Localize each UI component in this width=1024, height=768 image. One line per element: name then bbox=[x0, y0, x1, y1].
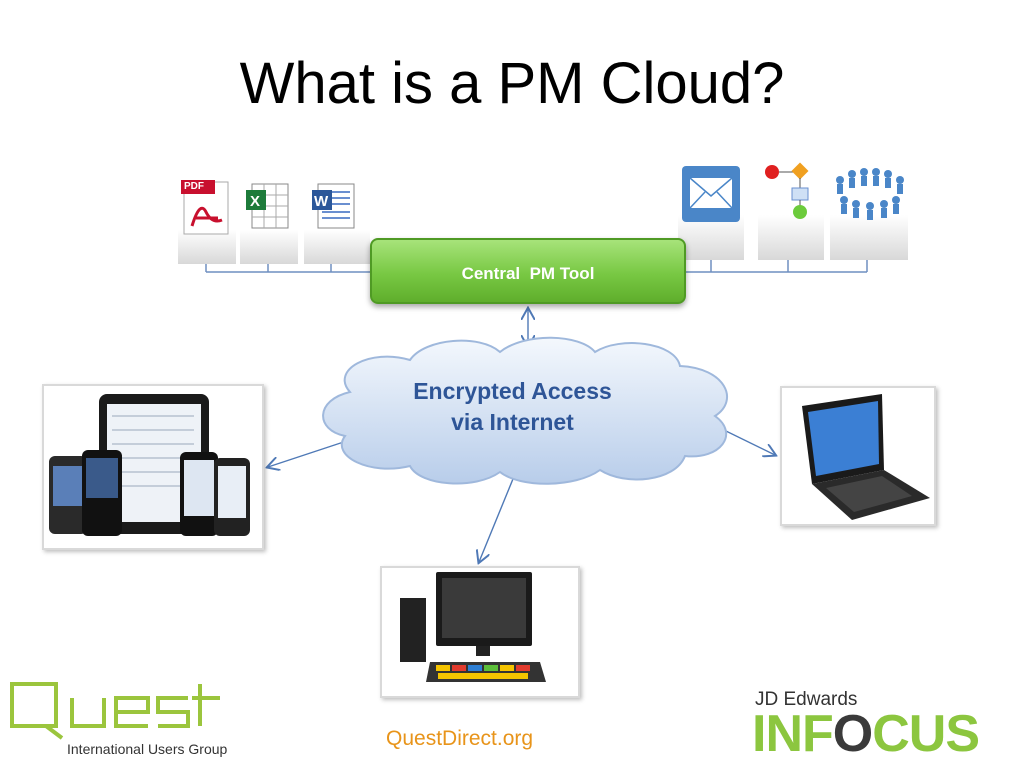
document-icons: PDF X W bbox=[178, 178, 370, 266]
mobile-devices-image bbox=[42, 384, 264, 550]
website-link[interactable]: QuestDirect.org bbox=[386, 727, 534, 750]
email-icon bbox=[678, 160, 744, 260]
infocus-logo: INFOCUS bbox=[752, 705, 980, 763]
quest-tagline: International Users Group bbox=[67, 741, 228, 757]
infocus-in: IN bbox=[752, 705, 803, 763]
pdf-icon: PDF bbox=[178, 178, 236, 264]
cloud-label-line2: via Internet bbox=[451, 409, 574, 435]
word-icon: W bbox=[304, 178, 370, 264]
excel-icon: X bbox=[240, 178, 298, 264]
quest-logo bbox=[10, 682, 220, 740]
central-pm-tool-label: Central PM Tool bbox=[461, 264, 595, 283]
central-pm-tool: Central PM Tool bbox=[370, 238, 686, 304]
infocus-cus: CUS bbox=[872, 705, 980, 763]
jd-edwards-label: JD Edwards bbox=[755, 689, 858, 710]
cloud-label-line1: Encrypted Access bbox=[413, 378, 612, 404]
communication-icons bbox=[678, 160, 908, 260]
laptop-image bbox=[780, 386, 936, 526]
cloud-shape bbox=[322, 336, 728, 485]
svg-text:W: W bbox=[314, 193, 329, 210]
pdf-badge: PDF bbox=[184, 181, 204, 192]
desktop-computer-image bbox=[380, 566, 580, 698]
people-circle-icon bbox=[830, 160, 908, 260]
infocus-f: F bbox=[802, 705, 834, 763]
workflow-icon bbox=[758, 160, 824, 260]
slide-title: What is a PM Cloud? bbox=[239, 51, 785, 116]
infocus-o: O bbox=[832, 705, 873, 763]
svg-text:X: X bbox=[250, 193, 260, 210]
